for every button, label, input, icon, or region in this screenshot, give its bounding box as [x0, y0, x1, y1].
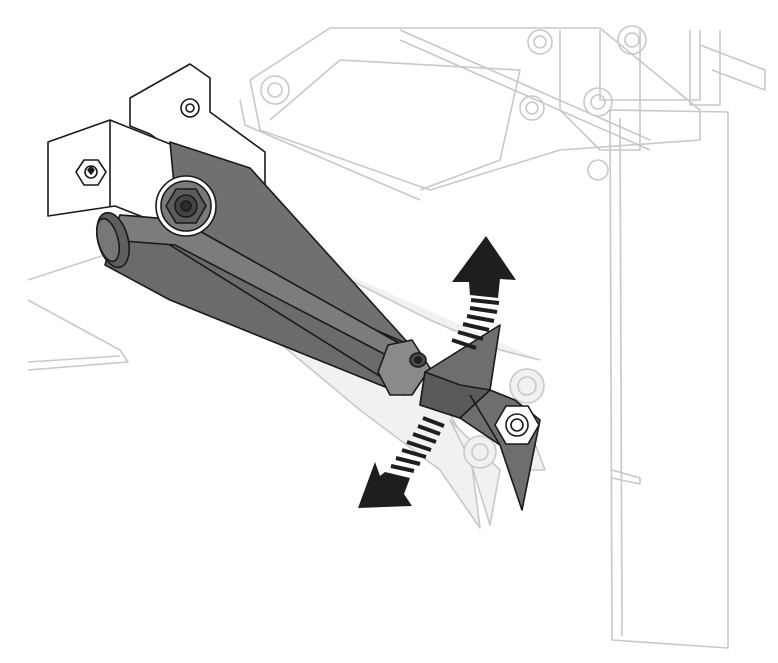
- curved-arrow-up-icon: [451, 236, 516, 350]
- cross-rod-2: [399, 39, 651, 151]
- side-plate-edge: [619, 117, 623, 637]
- side-plate: [609, 109, 729, 649]
- top-plate-lower: [239, 99, 421, 201]
- upper-rod: [689, 30, 721, 106]
- side-plate-notch: [611, 469, 641, 485]
- motion-arrows: [358, 236, 516, 508]
- ghost-bolt-4: [583, 87, 613, 117]
- left-ghost-plate-2: [27, 299, 129, 371]
- left-ghost-plate-3: [27, 355, 121, 363]
- shaft-collar: [377, 339, 431, 396]
- top-plate-inner: [269, 59, 521, 191]
- ghost-bolt-1: [260, 75, 290, 105]
- ghost-bolt-5: [519, 95, 545, 121]
- right-bracket: [699, 44, 766, 91]
- ghost-bolt-2: [527, 29, 553, 55]
- knife-blade-assembly: [419, 324, 541, 511]
- main-hex-nut: [155, 175, 217, 237]
- cross-rod: [399, 29, 651, 141]
- upper-block: [559, 30, 641, 151]
- upper-rail: [599, 30, 701, 101]
- ghost-bolt-3: [617, 25, 647, 55]
- ghost-pin: [587, 159, 609, 181]
- top-plate: [249, 27, 701, 191]
- curved-arrow-down-icon: [358, 416, 445, 508]
